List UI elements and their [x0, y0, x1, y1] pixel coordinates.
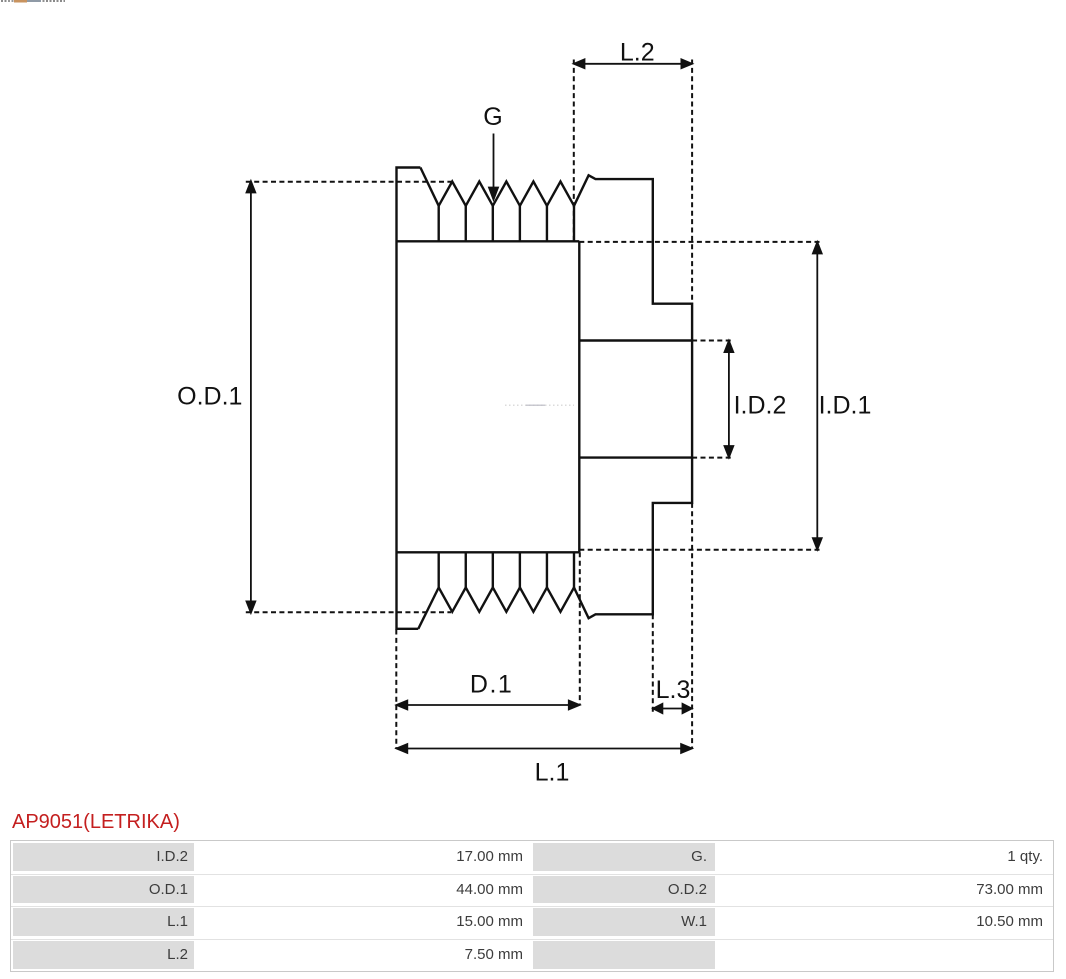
svg-text:O.D.1: O.D.1 [177, 383, 242, 411]
svg-text:D.1: D.1 [470, 671, 513, 699]
svg-text:L.2: L.2 [620, 39, 655, 67]
svg-text:I.D.1: I.D.1 [819, 392, 872, 420]
svg-text:L.3: L.3 [656, 676, 691, 704]
svg-text:G: G [483, 103, 502, 131]
svg-text:L.1: L.1 [535, 759, 570, 787]
svg-text:I.D.2: I.D.2 [734, 392, 787, 420]
